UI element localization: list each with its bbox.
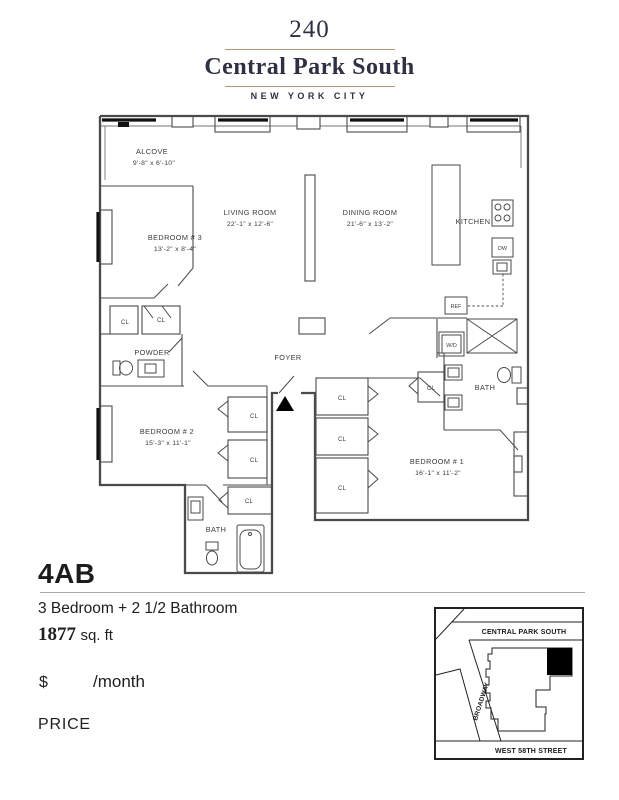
counter-dashed-line (468, 274, 504, 307)
area-unit: sq. ft (80, 627, 113, 644)
floorplan: ALCOVE 9'-8" x 6'-10" BEDROOM # 3 13'-2"… (88, 110, 535, 578)
unit-number: 4AB (38, 558, 96, 589)
map-building-footprint (485, 647, 573, 732)
gold-rule-top (224, 49, 395, 50)
washer-dryer-label: W/D (446, 343, 457, 349)
bathtub (236, 524, 265, 573)
floorplan-svg: ALCOVE 9'-8" x 6'-10" BEDROOM # 3 13'-2"… (96, 114, 530, 575)
bath1-sinks (444, 364, 463, 411)
room-dims-alcove: 9'-8" x 6'-10" (133, 160, 176, 167)
room-label-bath-second: BATH (206, 525, 227, 534)
kitchen-island (431, 164, 461, 266)
dishwasher-label: DW (498, 246, 508, 252)
closet-label: CL (250, 414, 259, 420)
room-label-bedroom1: BEDROOM # 1 (410, 457, 464, 466)
bath2-sink (187, 496, 204, 521)
room-label-powder: POWDER (134, 348, 169, 357)
layout-description: 3 Bedroom + 2 1/2 Bathroom (38, 600, 238, 617)
room-labels: ALCOVE 9'-8" x 6'-10" BEDROOM # 3 13'-2"… (121, 147, 508, 534)
room-label-living: LIVING ROOM (223, 208, 276, 217)
doors (143, 267, 519, 509)
street-label-central-park-south: CENTRAL PARK SOUTH (482, 629, 567, 636)
refrigerator-label: REF (451, 304, 462, 310)
room-label-foyer: FOYER (274, 353, 301, 362)
map-border (434, 607, 584, 760)
map-streets (435, 608, 583, 742)
address-name: Central Park South (204, 54, 415, 80)
powder-toilet (112, 360, 133, 376)
gold-rule-bottom (224, 86, 395, 87)
room-dims-living: 22'-1" x 12'-6" (227, 221, 274, 228)
closet-label: CL (250, 458, 259, 464)
bath2-toilet (205, 541, 219, 566)
street-label-west-58th: WEST 58TH STREET (495, 748, 568, 755)
shower (466, 318, 518, 354)
city-label: NEW YORK CITY (250, 91, 369, 101)
interior-walls (100, 174, 500, 515)
room-label-kitchen: KITCHEN (456, 217, 491, 226)
room-label-bedroom2: BEDROOM # 2 (140, 427, 194, 436)
separator-line (40, 592, 585, 593)
dishwasher (491, 237, 514, 258)
fixtures (112, 164, 522, 573)
closet-label: CL (338, 396, 347, 402)
room-dims-bedroom2: 15'-3" x 11'-1" (145, 440, 191, 447)
room-label-alcove: ALCOVE (136, 147, 168, 156)
address-number: 240 (289, 16, 330, 43)
price-period: /month (93, 672, 145, 691)
area-line: 1877 sq. ft (38, 624, 113, 646)
kitchen-sink (492, 259, 512, 275)
unit-location-highlight (547, 648, 572, 675)
room-dims-bedroom3: 13'-2" x 8'-4" (154, 246, 197, 253)
closet-label: CL (157, 318, 166, 324)
room-label-bath-master: BATH (475, 383, 496, 392)
building-header: 240 Central Park South NEW YORK CITY (0, 16, 619, 101)
closet-label: CL (245, 499, 254, 505)
powder-sink (137, 359, 165, 378)
area-value: 1877 (38, 624, 76, 645)
closet-label: CL (338, 437, 347, 443)
room-label-dining: DINING ROOM (343, 208, 398, 217)
outer-walls (98, 114, 530, 575)
location-map: CENTRAL PARK SOUTH WEST 58TH STREET BROA… (434, 607, 585, 766)
room-dims-dining: 21'-6" x 13'-2" (347, 221, 394, 228)
entrance-arrow (276, 396, 294, 411)
closet-label: CL (427, 386, 436, 392)
window-marker (118, 122, 129, 127)
closet-label: CL (338, 486, 347, 492)
windows (96, 115, 529, 497)
bath1-toilet (497, 366, 522, 384)
currency-symbol: $ (39, 674, 48, 691)
price-label: PRICE (38, 716, 91, 733)
location-map-svg: CENTRAL PARK SOUTH WEST 58TH STREET BROA… (434, 607, 584, 760)
washer-dryer (438, 331, 465, 357)
refrigerator (444, 296, 468, 315)
closet-label: CL (121, 320, 130, 326)
room-dims-bedroom1: 16'-1" x 11'-2" (415, 470, 461, 477)
stove (491, 199, 514, 227)
room-label-bedroom3: BEDROOM # 3 (148, 233, 202, 242)
